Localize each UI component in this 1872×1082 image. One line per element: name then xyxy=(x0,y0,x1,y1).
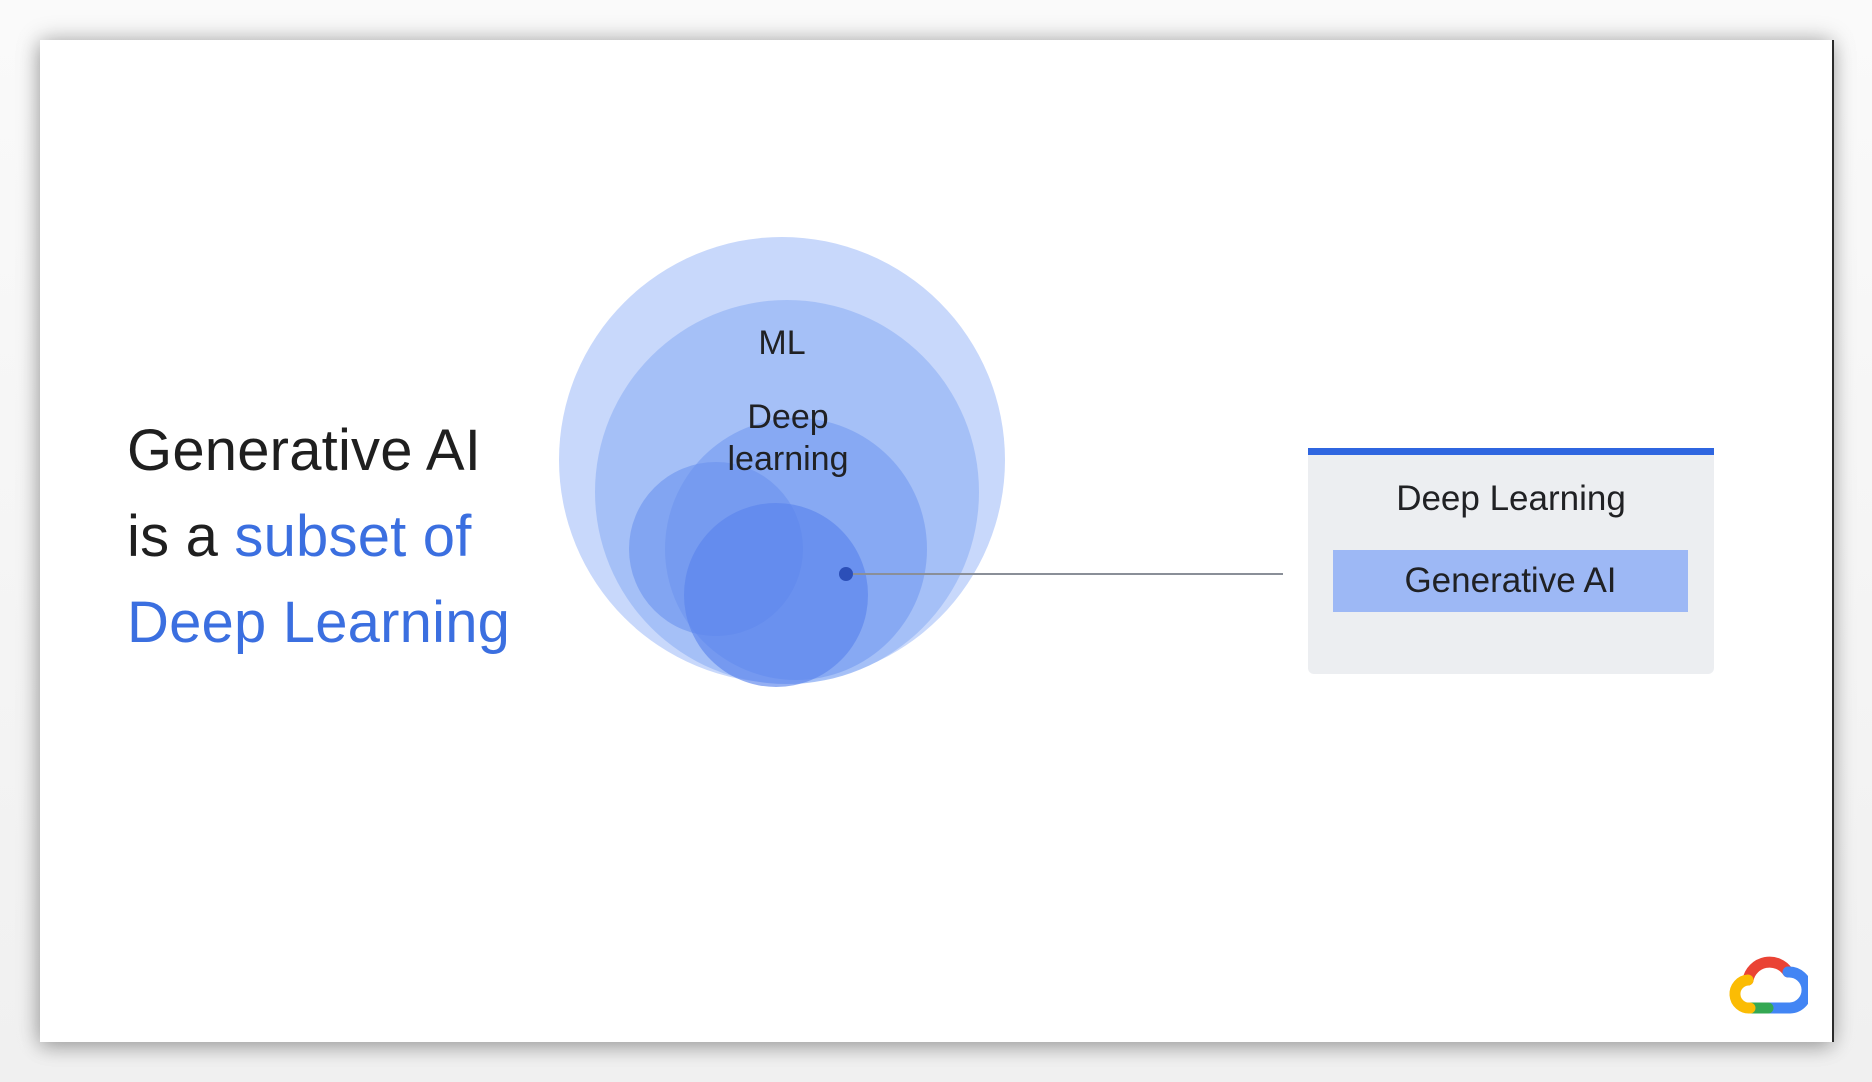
headline-line-2: is a subset of xyxy=(127,494,510,580)
headline-line-2-prefix: is a xyxy=(127,504,235,569)
venn-diagram: ML Deep learning xyxy=(559,237,1283,687)
legend-box: Deep Learning Generative AI xyxy=(1308,448,1714,674)
slide-edge-divider xyxy=(1832,40,1834,1042)
legend-generative-ai-chip: Generative AI xyxy=(1333,550,1688,612)
deep-learning-label-line2: learning xyxy=(728,440,849,478)
connector-dot xyxy=(839,567,853,581)
headline-line-2-accent: subset of xyxy=(234,504,472,569)
deep-learning-label-line1: Deep xyxy=(747,398,828,436)
ml-label: ML xyxy=(758,324,805,362)
slide: Generative AI is a subset of Deep Learni… xyxy=(40,40,1834,1042)
headline: Generative AI is a subset of Deep Learni… xyxy=(127,408,510,666)
legend-title: Deep Learning xyxy=(1396,479,1626,518)
headline-line-1: Generative AI xyxy=(127,418,482,483)
headline-line-3: Deep Learning xyxy=(127,590,511,655)
google-cloud-logo-icon xyxy=(1729,956,1808,1014)
generative-ai-circle-inner xyxy=(684,503,868,687)
